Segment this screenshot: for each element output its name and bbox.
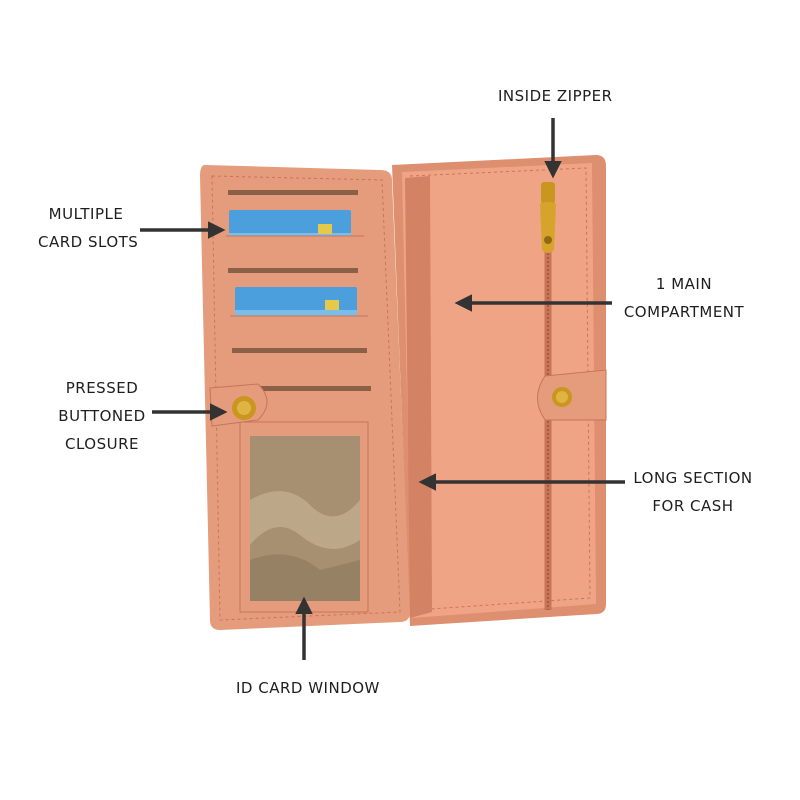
card-slots xyxy=(226,190,371,391)
zipper-pull-icon xyxy=(541,182,555,204)
right-snap-strap xyxy=(537,369,607,421)
left-snap-strap xyxy=(209,383,268,427)
wallet-left-panel xyxy=(200,165,410,630)
label-card-slots: MULTIPLE CARD SLOTS xyxy=(38,205,139,251)
label-cash-section: LONG SECTION FOR CASH xyxy=(633,469,753,515)
label-main-compartment: 1 MAIN COMPARTMENT xyxy=(623,275,745,321)
label-closure: PRESSED BUTTONED CLOSURE xyxy=(58,379,146,453)
card-icon xyxy=(235,287,357,319)
id-card-window xyxy=(239,421,369,613)
label-id-window: ID CARD WINDOW xyxy=(236,679,380,697)
callout-arrows xyxy=(140,118,625,660)
label-inside-zipper: INSIDE ZIPPER xyxy=(498,87,613,105)
